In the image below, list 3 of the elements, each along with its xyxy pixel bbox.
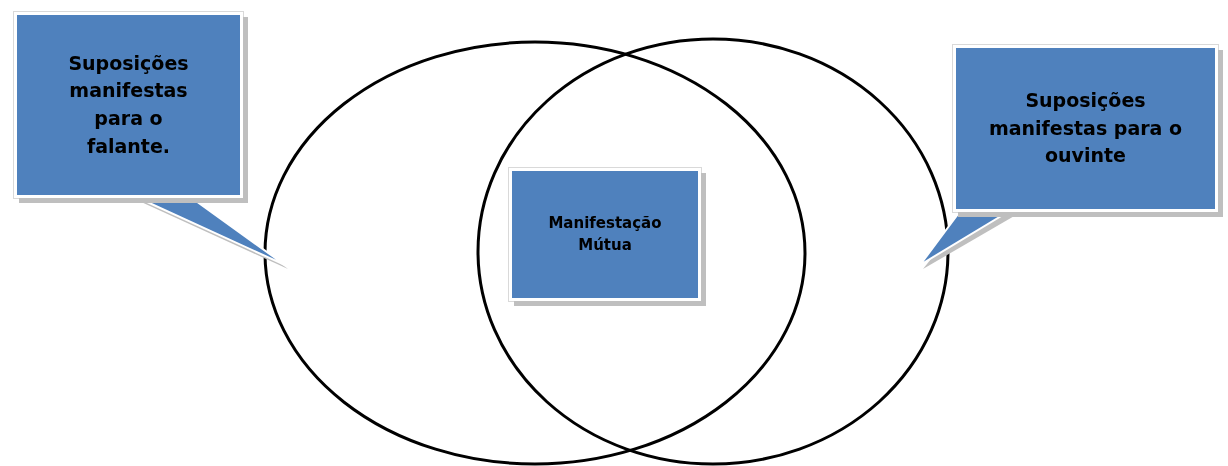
callout-text: Manifestação Mútua (547, 212, 663, 256)
callout-text: Suposições manifestas para o falante. (67, 50, 190, 159)
callout-text: Suposições manifestas para o ouvinte (987, 88, 1184, 169)
